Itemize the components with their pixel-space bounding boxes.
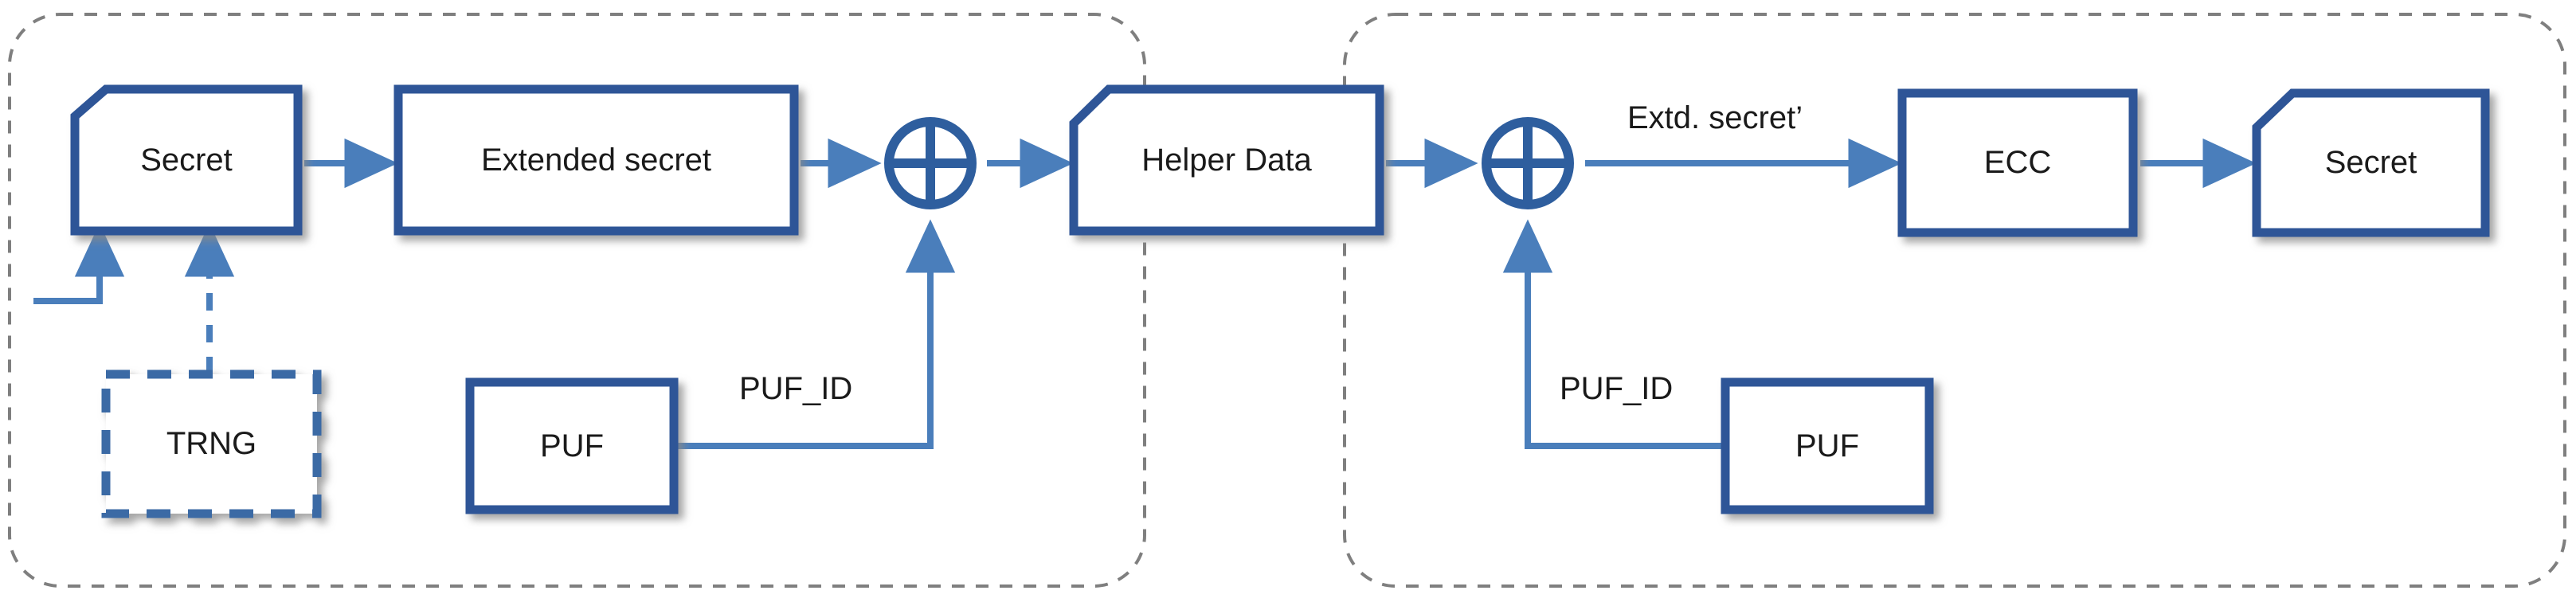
edge-label-puf-id-left: PUF_ID xyxy=(739,371,853,406)
node-secret-right[interactable] xyxy=(2252,88,2490,237)
node-extended-secret[interactable] xyxy=(393,84,799,236)
reconstruction-panel xyxy=(1343,13,2566,588)
node-puf-left[interactable] xyxy=(465,377,679,514)
edge-label-extd-secret: Extd. secret’ xyxy=(1627,100,1803,135)
node-xor-left[interactable] xyxy=(884,117,977,209)
node-helper-data[interactable] xyxy=(1069,84,1384,236)
edge-pufleft-to-xor xyxy=(674,219,956,449)
edge-label-puf-id-right: PUF_ID xyxy=(1560,371,1674,406)
enrollment-panel xyxy=(8,13,1146,588)
edge-pufright-to-xor xyxy=(1502,219,1725,449)
node-xor-right[interactable] xyxy=(1482,117,1574,209)
node-secret-left[interactable] xyxy=(70,84,303,236)
node-puf-right[interactable] xyxy=(1721,377,1934,514)
edge-input-to-secret xyxy=(33,223,125,304)
node-ecc[interactable] xyxy=(1897,88,2138,237)
node-trng[interactable] xyxy=(101,369,322,518)
connectors xyxy=(33,138,2257,449)
